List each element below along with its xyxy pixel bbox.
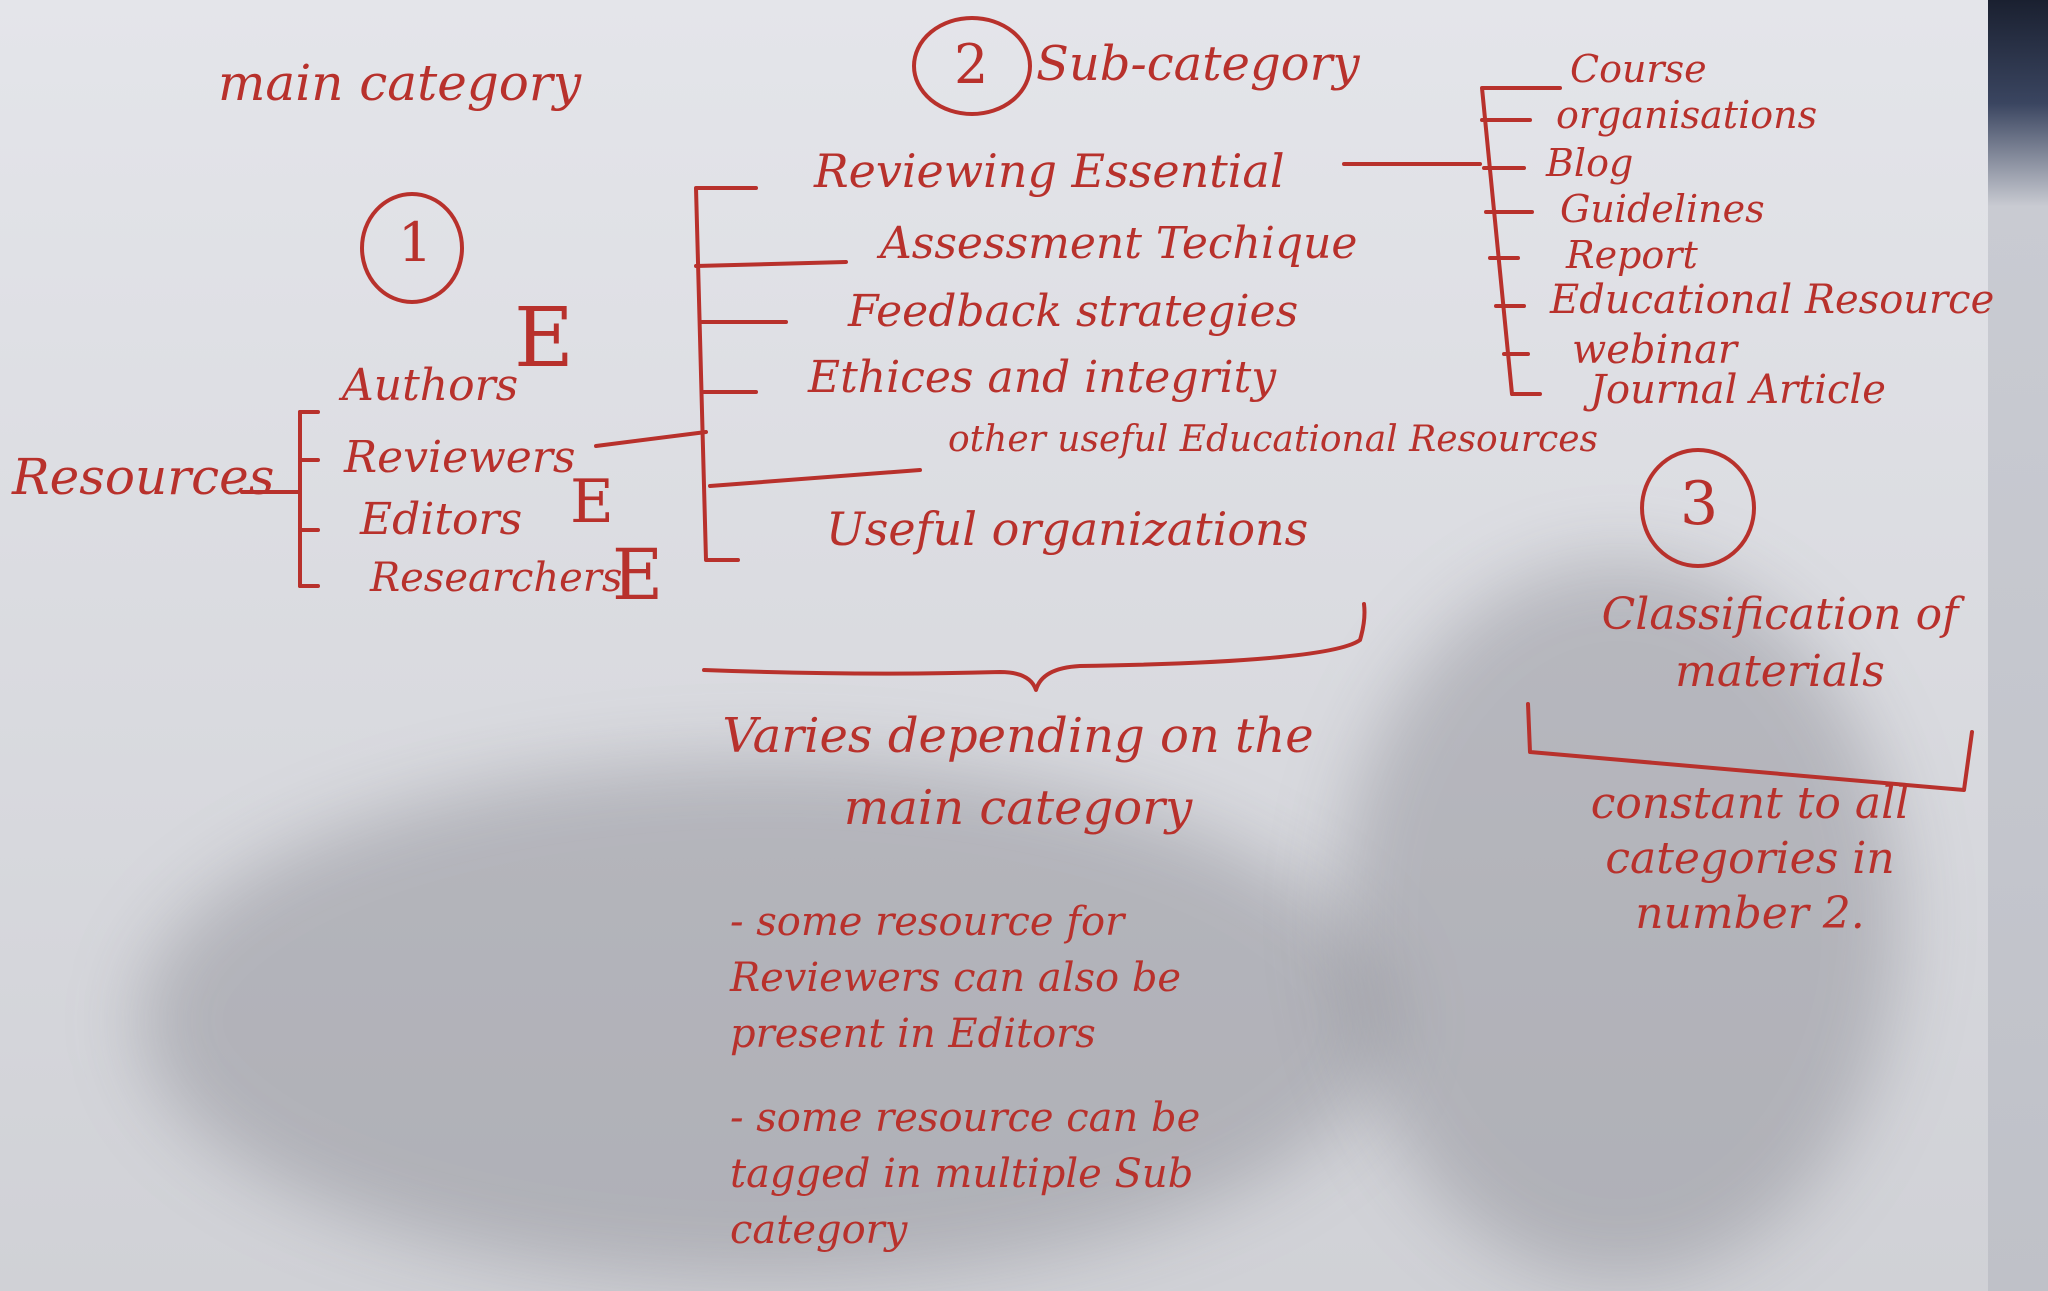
class-item-report: Report — [1566, 233, 1698, 277]
class-item-guidelines: Guidelines — [1560, 187, 1765, 231]
heading-sub-category: Sub-category — [1036, 36, 1360, 92]
note-reviewers-editors: - some resource for Reviewers can also b… — [730, 899, 1182, 1057]
class-item-blog: Blog — [1546, 141, 1634, 185]
sub-item-feedback: Feedback strategies — [848, 286, 1299, 337]
connector-reviewers — [594, 430, 708, 448]
circle-1 — [360, 192, 464, 304]
class-item-course: Course — [1570, 47, 1707, 91]
tick-assessment — [694, 260, 848, 268]
number-1: 1 — [398, 211, 433, 274]
curly-brace-sub — [702, 602, 1367, 692]
sub-item-organizations: Useful organizations — [826, 502, 1309, 556]
sub-item-assessment: Assessment Techique — [880, 218, 1358, 269]
class-item-educational: Educational Resource — [1550, 277, 1995, 323]
class-item-organisations: organisations — [1556, 93, 1818, 137]
class-item-journal: Journal Article — [1590, 367, 1886, 413]
sub-item-ethics: Ethices and integrity — [808, 352, 1277, 403]
root-resources: Resources — [12, 448, 275, 506]
class-note: constant to all categories in number 2. — [1590, 778, 1910, 939]
class-title: Classification of materials — [1601, 589, 1959, 698]
bracket-classification — [1526, 702, 1974, 792]
sub-bracket — [694, 186, 758, 562]
tick-other — [708, 468, 922, 488]
item-researchers: Researchers — [370, 555, 623, 601]
sub-item-reviewing: Reviewing Essential — [814, 144, 1285, 198]
circle-3 — [1640, 448, 1756, 568]
item-authors: Authors — [342, 360, 519, 411]
note-multiple-tags: - some resource can be tagged in multipl… — [730, 1095, 1201, 1253]
class-bracket — [1480, 86, 1562, 396]
hand-shadow-right — [1340, 560, 1900, 1280]
item-editors: Editors — [360, 494, 523, 545]
tag-e-authors: E — [514, 291, 574, 386]
item-reviewers: Reviewers — [344, 432, 576, 483]
number-3: 3 — [1680, 469, 1719, 539]
note-title-sub: Varies depending on the main category — [722, 708, 1314, 836]
hand-shadow-left — [140, 760, 1390, 1280]
main-bracket — [298, 410, 318, 588]
tag-e-researchers: E — [612, 534, 664, 616]
heading-main-category: main category — [218, 54, 582, 112]
sub-item-other: other useful Educational Resources — [948, 419, 1599, 460]
class-item-webinar: webinar — [1572, 327, 1738, 373]
background-wall — [1988, 0, 2048, 1291]
number-2: 2 — [954, 33, 989, 96]
tag-e-editors: E — [570, 467, 614, 537]
circle-2 — [912, 16, 1032, 116]
